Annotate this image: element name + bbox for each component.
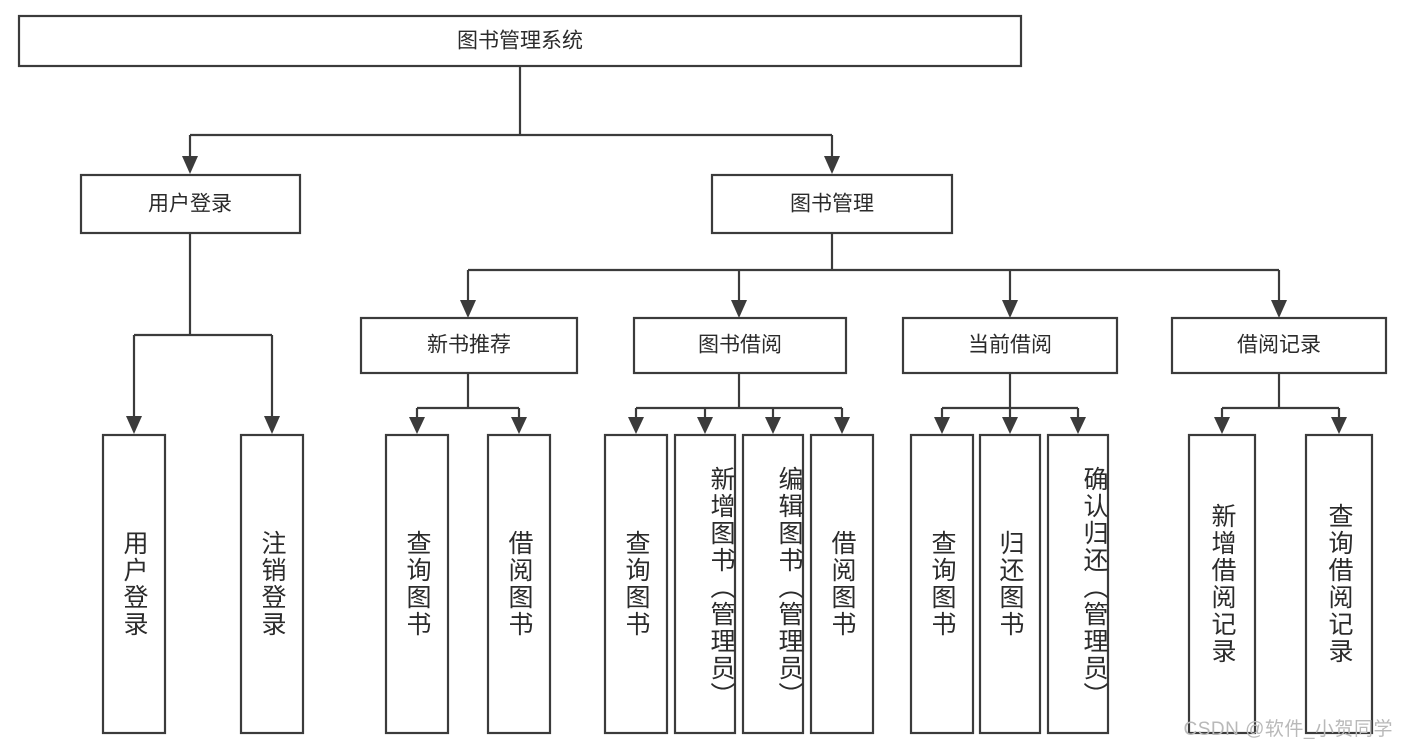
node-leaf-borrow-book-1[interactable] — [486, 433, 552, 735]
node-leaf-query-book-3[interactable] — [909, 433, 975, 735]
node-borrow-record-label: 借阅记录 — [1237, 334, 1321, 357]
node-leaf-logout-login[interactable] — [239, 433, 305, 735]
node-user-login[interactable]: 用户登录 — [79, 173, 302, 235]
node-leaf-query-book-1[interactable] — [384, 433, 450, 735]
node-current-borrow-label: 当前借阅 — [968, 334, 1052, 357]
connector-recommend-to-leaves — [409, 373, 527, 434]
node-leaf-edit-book[interactable] — [741, 433, 805, 735]
node-leaf-add-record[interactable] — [1187, 433, 1257, 735]
node-leaf-query-record[interactable] — [1304, 433, 1374, 735]
connector-borrow-to-leaves — [628, 373, 850, 434]
connector-bookmgmt-to-level2 — [460, 233, 1287, 318]
node-book-management[interactable]: 图书管理 — [710, 173, 954, 235]
node-book-borrow-label: 图书借阅 — [698, 334, 782, 357]
node-new-book-recommend[interactable]: 新书推荐 — [359, 316, 579, 375]
node-current-borrow[interactable]: 当前借阅 — [901, 316, 1119, 375]
connector-record-to-leaves — [1214, 373, 1347, 434]
node-leaf-add-book[interactable] — [673, 433, 737, 735]
node-leaf-confirm-return[interactable] — [1046, 433, 1110, 735]
node-new-book-recommend-label: 新书推荐 — [427, 334, 511, 357]
node-leaf-borrow-book-2[interactable] — [809, 433, 875, 735]
node-leaf-query-book-2[interactable] — [603, 433, 669, 735]
node-book-management-label: 图书管理 — [790, 193, 874, 216]
connector-current-to-leaves — [934, 373, 1086, 434]
csdn-watermark: CSDN @软件_小贺同学 — [1183, 719, 1393, 740]
node-root[interactable]: 图书管理系统 — [17, 14, 1023, 68]
node-leaf-return-book[interactable] — [978, 433, 1042, 735]
node-user-login-label: 用户登录 — [148, 193, 232, 216]
connector-root-to-level1 — [182, 66, 840, 174]
connector-userlogin-to-leaves — [126, 233, 280, 434]
node-leaf-user-login[interactable] — [101, 433, 167, 735]
node-book-borrow[interactable]: 图书借阅 — [632, 316, 848, 375]
node-borrow-record[interactable]: 借阅记录 — [1170, 316, 1388, 375]
node-root-label: 图书管理系统 — [457, 30, 583, 53]
